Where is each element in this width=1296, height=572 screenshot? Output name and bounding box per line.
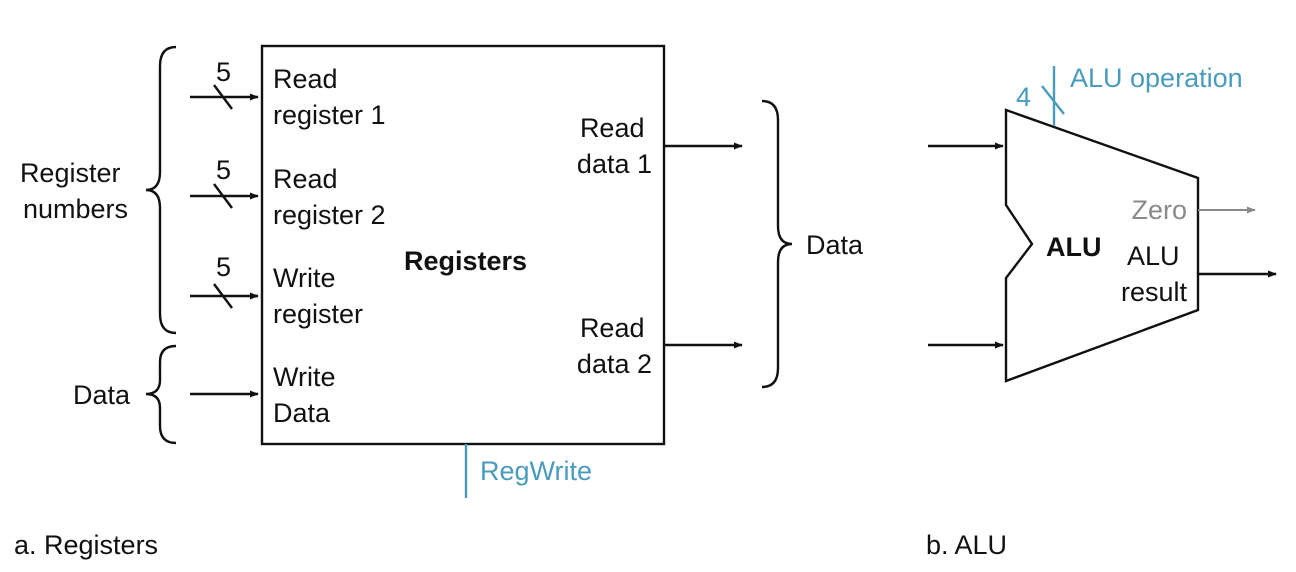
bus-slash-1 xyxy=(213,84,233,110)
read-register-2-input: 5 xyxy=(190,155,259,209)
registers-panel: 5 5 5 Read register 1 Read register 2 Wr… xyxy=(14,44,864,560)
alu-operation-label: ALU operation xyxy=(1070,63,1243,93)
alu-result-label: ALU result xyxy=(1121,241,1188,307)
data-in-label: Data xyxy=(73,380,131,410)
write-data-label: Write Data xyxy=(273,362,343,428)
data-in-brace xyxy=(145,344,177,445)
register-numbers-brace xyxy=(145,45,177,335)
alu-panel: 4 ALU operation ALU Zero ALU result b. A… xyxy=(926,63,1277,560)
write-register-input: 5 xyxy=(190,252,259,309)
zero-label: Zero xyxy=(1131,195,1187,225)
alu-shape xyxy=(1004,108,1200,383)
registers-block xyxy=(260,44,666,446)
alu-caption: b. ALU xyxy=(926,530,1007,560)
read-data-2-label: Read data 2 xyxy=(577,313,652,379)
data-out-brace xyxy=(761,99,793,389)
bus-width-1: 5 xyxy=(216,57,231,87)
alu-operation-width: 4 xyxy=(1016,82,1031,112)
read-register-1-input: 5 xyxy=(190,57,259,110)
regwrite-label: RegWrite xyxy=(480,456,592,486)
bus-slash-2 xyxy=(213,183,233,209)
bus-width-2: 5 xyxy=(216,155,231,185)
alu-operation-slash xyxy=(1041,85,1065,115)
write-register-label: Write register xyxy=(273,263,363,329)
registers-title: Registers xyxy=(404,246,527,276)
read-data-1-label: Read data 1 xyxy=(577,113,652,179)
register-numbers-label: Register numbers xyxy=(20,158,128,224)
data-out-label: Data xyxy=(806,230,864,260)
read-register-2-label: Read register 2 xyxy=(273,164,386,230)
alu-title: ALU xyxy=(1046,232,1102,262)
registers-caption: a. Registers xyxy=(14,530,158,560)
bus-slash-3 xyxy=(213,283,233,309)
read-register-1-label: Read register 1 xyxy=(273,64,386,130)
bus-width-3: 5 xyxy=(216,252,231,282)
